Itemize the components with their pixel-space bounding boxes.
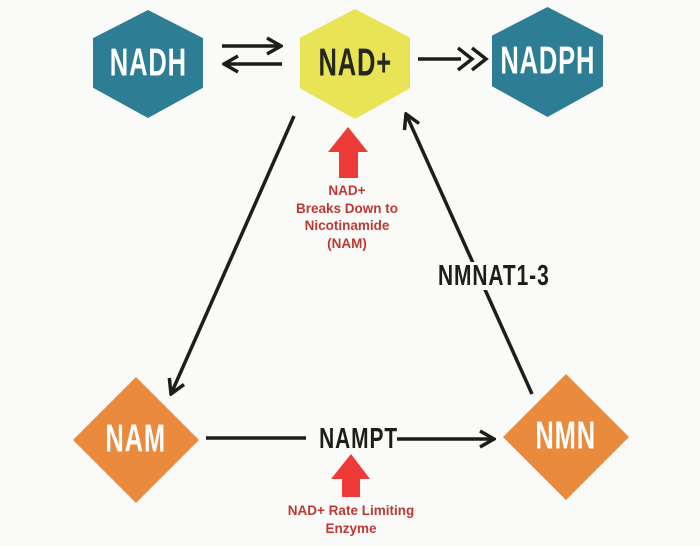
node-nadph-label: NADPH [500,39,595,83]
annotation-rate-limiting: NAD+ Rate Limiting Enzyme [288,502,414,537]
annotation-line: NAD+ Rate Limiting [287,503,415,518]
edge-label-nmnat1-3: NMNAT1-3 [429,259,559,292]
node-nmn-label: NMN [535,414,597,458]
node-nadh-label: NADH [109,41,187,85]
annotation-nad-breakdown: NAD+ Breaks Down to Nicotinamide (NAM) [296,182,398,252]
edge-label-nampt-text: NAMPT [319,422,399,455]
red-up-arrow-icon [331,454,370,497]
annotation-line: (NAM) [327,235,367,251]
arrow-nad-to-nam-icon [171,115,296,394]
arrow-nmn-to-nad-icon [406,114,534,395]
node-nam-label: NAM [105,417,167,461]
node-nad-label: NAD+ [318,41,392,85]
annotation-line: NAD+ [328,183,366,198]
edge-label-nmnat1-3-text: NMNAT1-3 [437,259,550,292]
arrow-nad-to-nadph-double-head-icon [456,46,489,72]
red-up-arrow-icon [328,127,368,178]
annotation-line: Breaks Down to [295,200,399,216]
annotation-line: Enzyme [325,520,377,536]
edge-label-nampt: NAMPT [317,422,400,455]
annotation-line: Nicotinamide [304,218,390,233]
